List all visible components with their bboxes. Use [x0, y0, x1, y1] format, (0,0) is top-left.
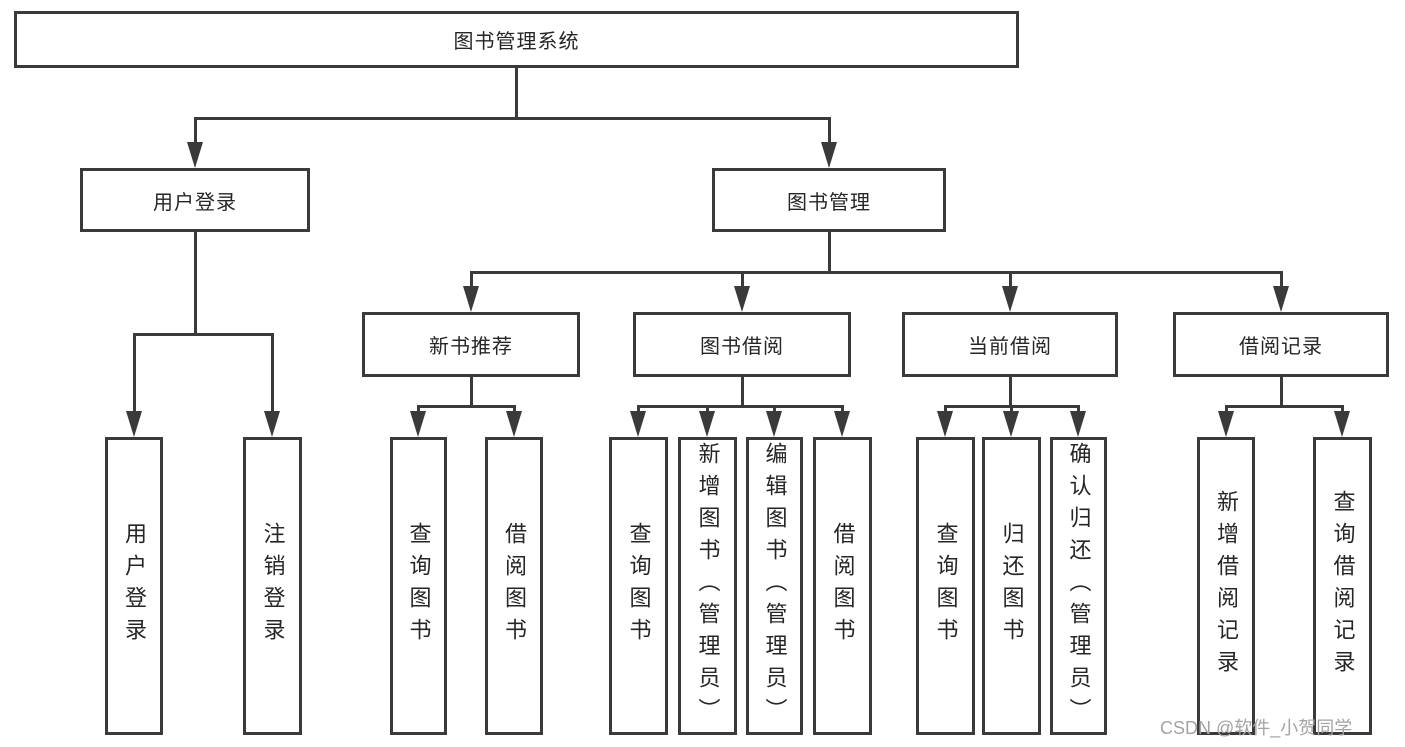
connector-vline: [740, 272, 744, 288]
connector-vline: [1224, 406, 1228, 413]
connector-hline: [1224, 404, 1344, 408]
leaf-borrow-book-recommend: 借阅图书: [485, 437, 543, 735]
node-system-root: 图书管理系统: [14, 11, 1019, 68]
arrowhead-down-icon: [410, 411, 426, 437]
connector-vline: [132, 334, 136, 413]
leaf-query-book-borrowing: 查询图书: [609, 437, 668, 735]
connector-hline: [417, 404, 516, 408]
arrowhead-down-icon: [1070, 411, 1086, 437]
connector-vline: [827, 232, 831, 274]
arrowhead-down-icon: [186, 142, 203, 168]
node-book-management-module: 图书管理: [712, 168, 946, 232]
node-current-borrowing: 当前借阅: [902, 312, 1118, 377]
connector-vline: [740, 377, 744, 408]
leaf-user-login: 用户登录: [105, 437, 163, 735]
leaf-logout: 注销登录: [243, 437, 302, 735]
connector-vline: [841, 406, 844, 413]
leaf-query-borrow-record: 查询借阅记录: [1313, 437, 1372, 735]
leaf-borrow-book-label: 借阅图书: [830, 522, 856, 650]
arrowhead-down-icon: [1003, 411, 1019, 437]
connector-hline: [469, 270, 1283, 274]
leaf-confirm-return-admin-label: 确认归还（管理员）: [1066, 442, 1092, 730]
connector-vline: [1077, 406, 1080, 413]
arrowhead-down-icon: [766, 411, 782, 437]
node-new-book-recommend: 新书推荐: [362, 312, 580, 377]
leaf-borrow-book-recommend-label: 借阅图书: [502, 522, 527, 650]
arrowhead-down-icon: [937, 411, 953, 437]
arrowhead-down-icon: [462, 286, 479, 312]
leaf-query-borrow-record-label: 查询借阅记录: [1330, 490, 1356, 682]
leaf-confirm-return-admin: 确认归还（管理员）: [1050, 437, 1107, 735]
connector-vline: [515, 68, 518, 120]
connector-vline: [1279, 377, 1283, 408]
connector-vline: [1010, 406, 1013, 413]
node-book-borrowing: 图书借阅: [633, 312, 851, 377]
connector-vline: [512, 406, 516, 413]
connector-hline: [637, 404, 844, 408]
leaf-query-book-current-label: 查询图书: [933, 522, 959, 650]
connector-vline: [193, 232, 197, 336]
arrowhead-down-icon: [1001, 286, 1018, 312]
leaf-return-book: 归还图书: [982, 437, 1041, 735]
arrowhead-down-icon: [125, 411, 142, 437]
connector-vline: [637, 406, 640, 413]
arrowhead-down-icon: [1272, 286, 1289, 312]
connector-vline: [827, 118, 831, 144]
arrowhead-down-icon: [630, 411, 646, 437]
node-book-management-module-label: 图书管理: [787, 191, 871, 214]
node-borrowing-records: 借阅记录: [1173, 312, 1389, 377]
arrowhead-down-icon: [820, 142, 837, 168]
connector-vline: [193, 118, 197, 144]
connector-vline: [271, 334, 274, 413]
leaf-query-book-recommend-label: 查询图书: [406, 522, 432, 650]
connector-vline: [773, 406, 776, 413]
leaf-query-book-current: 查询图书: [916, 437, 975, 735]
arrowhead-down-icon: [264, 411, 280, 437]
leaf-borrow-book: 借阅图书: [813, 437, 872, 735]
leaf-query-book-borrowing-label: 查询图书: [626, 522, 652, 650]
leaf-add-borrow-record-label: 新增借阅记录: [1214, 490, 1239, 682]
arrowhead-down-icon: [1334, 411, 1350, 437]
connector-vline: [1008, 377, 1012, 408]
watermark: CSDN @软件_小贺同学: [1160, 718, 1353, 738]
node-borrowing-records-label: 借阅记录: [1239, 336, 1323, 358]
leaf-add-borrow-record: 新增借阅记录: [1197, 437, 1255, 735]
arrowhead-down-icon: [1217, 411, 1234, 437]
arrowhead-down-icon: [733, 286, 750, 312]
arrowhead-down-icon: [505, 411, 522, 437]
node-current-borrowing-label: 当前借阅: [968, 336, 1052, 358]
connector-vline: [944, 406, 947, 413]
leaf-edit-book-admin-label: 编辑图书（管理员）: [762, 442, 788, 730]
node-new-book-recommend-label: 新书推荐: [429, 336, 513, 358]
connector-vline: [706, 406, 709, 413]
node-system-root-label: 图书管理系统: [453, 31, 580, 53]
connector-hline: [193, 116, 831, 120]
leaf-return-book-label: 归还图书: [999, 522, 1025, 650]
connector-vline: [469, 377, 473, 408]
node-book-borrowing-label: 图书借阅: [700, 336, 784, 358]
connector-vline: [1279, 272, 1283, 288]
leaf-add-book-admin-label: 新增图书（管理员）: [695, 442, 721, 730]
leaf-edit-book-admin: 编辑图书（管理员）: [746, 437, 803, 735]
node-user-login-module-label: 用户登录: [153, 191, 237, 214]
connector-vline: [1008, 272, 1012, 288]
leaf-logout-label: 注销登录: [260, 522, 286, 650]
leaf-user-login-label: 用户登录: [122, 522, 147, 650]
node-user-login-module: 用户登录: [80, 168, 310, 232]
leaf-query-book-recommend: 查询图书: [390, 437, 447, 735]
arrowhead-down-icon: [699, 411, 715, 437]
connector-hline: [132, 332, 274, 336]
connector-vline: [469, 272, 473, 288]
arrowhead-down-icon: [834, 411, 850, 437]
connector-vline: [1341, 406, 1344, 413]
connector-vline: [417, 406, 420, 413]
leaf-add-book-admin: 新增图书（管理员）: [678, 437, 737, 735]
